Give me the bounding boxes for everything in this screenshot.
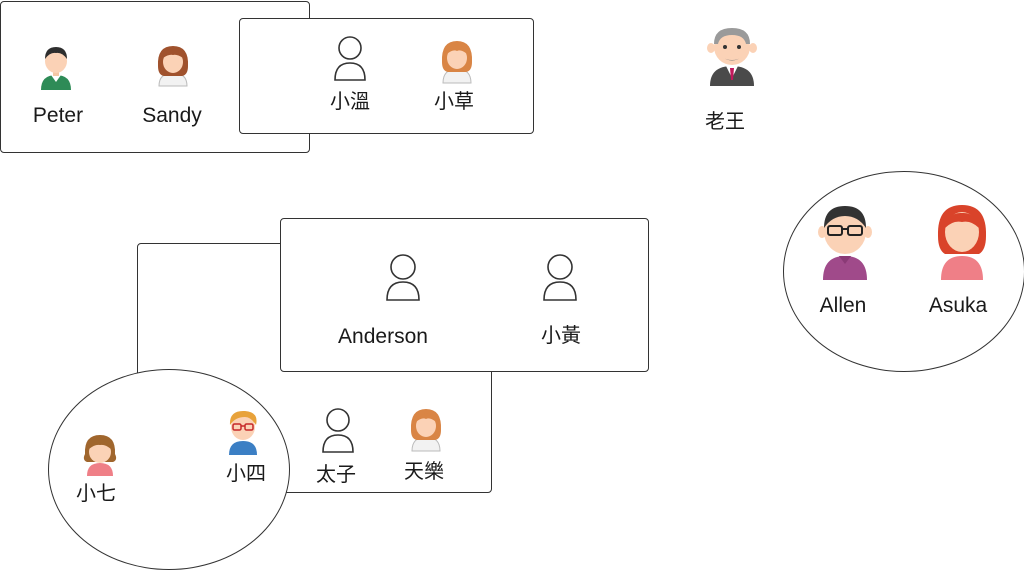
person-label-xiaocao: 小草 [434,92,474,112]
woman-brown-hair-avatar-icon[interactable] [154,42,192,86]
person-label-sandy: Sandy [142,105,202,126]
generic-user-outline-icon[interactable] [541,252,579,302]
person-label-allen: Allen [820,295,867,316]
woman-red-hair-avatar-icon[interactable] [933,202,991,280]
generic-user-outline-icon[interactable] [332,34,368,82]
generic-user-outline-icon[interactable] [320,406,356,454]
person-label-xiaohuang: 小黃 [541,326,581,346]
man-glasses-purple-avatar-icon[interactable] [813,202,877,280]
man-glasses-blue-avatar-icon[interactable] [223,407,263,455]
person-label-taizi: 太子 [316,465,356,485]
girl-pink-avatar-icon[interactable] [80,432,120,476]
person-label-xiaoqi: 小七 [76,484,116,504]
woman-orange-hair-avatar-icon[interactable] [407,405,445,451]
old-man-suit-avatar-icon[interactable] [702,24,762,86]
man-green-shirt-avatar-icon[interactable] [38,42,74,90]
person-label-tianle: 天樂 [404,462,444,482]
person-label-xiaowen: 小溫 [330,92,370,112]
person-label-xiaosi: 小四 [226,464,266,484]
generic-user-outline-icon[interactable] [384,252,422,302]
person-label-laowang: 老王 [705,112,745,132]
group-middle-front[interactable] [280,218,649,372]
person-label-peter: Peter [33,105,83,126]
person-label-anderson: Anderson [338,326,428,347]
woman-orange-hair-avatar-icon[interactable] [438,37,476,83]
group-top-middle[interactable] [239,18,534,134]
person-label-asuka: Asuka [929,295,987,316]
